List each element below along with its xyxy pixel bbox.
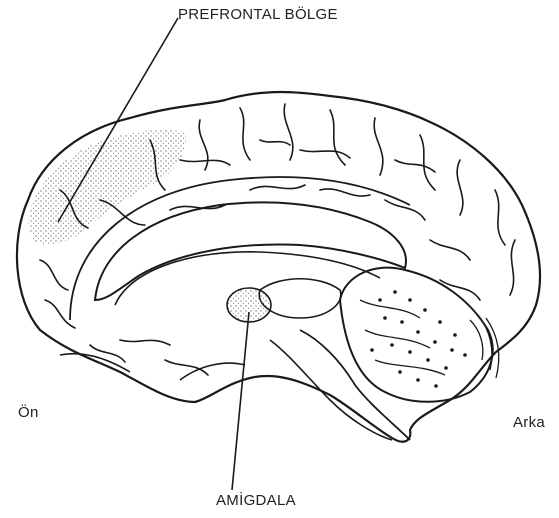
thalamus <box>259 279 341 318</box>
amygdala-leader-line <box>232 312 249 490</box>
back-label: Arka <box>513 414 545 431</box>
cerebellum-dots <box>370 290 467 388</box>
front-label: Ön <box>18 404 39 421</box>
amygdala-label: AMİGDALA <box>216 492 296 509</box>
cerebellum-folia <box>360 300 499 378</box>
prefrontal-label: PREFRONTAL BÖLGE <box>178 6 338 23</box>
